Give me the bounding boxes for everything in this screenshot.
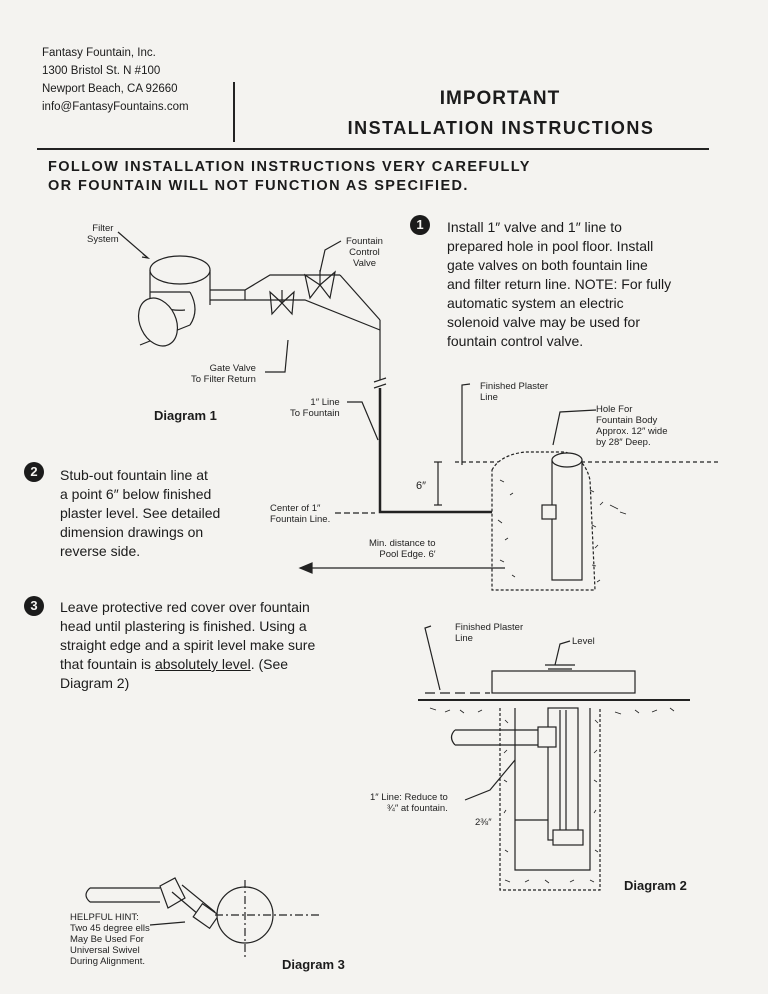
diagram2-title: Diagram 2 bbox=[624, 878, 687, 893]
label-center-line: Center of 1″ Fountain Line. bbox=[270, 503, 331, 525]
step-2-badge: 2 bbox=[24, 462, 44, 482]
page-subtitle: INSTALLATION INSTRUCTIONS bbox=[347, 118, 655, 138]
step-1-badge: 1 bbox=[410, 215, 430, 235]
label-min-distance: Min. distance to Pool Edge. 6′ bbox=[369, 538, 436, 560]
label-one-inch-line: 1″ Line To Fountain bbox=[290, 397, 340, 419]
step-1-text: Install 1″ valve and 1″ line to prepared… bbox=[447, 219, 672, 349]
step-3-line-4: that fountain is absolutely level. (See bbox=[60, 656, 289, 672]
page-title: IMPORTANT bbox=[439, 88, 561, 109]
company-name: Fantasy Fountain, Inc. bbox=[42, 47, 156, 59]
company-address-block: Fantasy Fountain, Inc. 1300 Bristol St. … bbox=[42, 44, 189, 116]
label-six-inch: 6″ bbox=[416, 480, 427, 492]
label-hole-for-fountain: Hole For Fountain Body Approx. 12″ wide … bbox=[596, 404, 668, 448]
label-reduce: 1″ Line: Reduce to ¾″ at fountain. bbox=[370, 792, 448, 814]
label-control-valve: Fountain Control Valve bbox=[346, 236, 383, 269]
diagram1-drawing bbox=[117, 231, 720, 591]
step-2-text: Stub-out fountain line at a point 6″ bel… bbox=[60, 467, 221, 559]
step-3-badge: 3 bbox=[24, 596, 44, 616]
diagram1-title: Diagram 1 bbox=[154, 408, 217, 423]
company-email: info@FantasyFountains.com bbox=[42, 101, 189, 113]
company-city: Newport Beach, CA 92660 bbox=[42, 83, 178, 95]
header-rule bbox=[37, 148, 709, 150]
label-filter-system: Filter System bbox=[87, 223, 119, 245]
label-level: Level bbox=[572, 636, 595, 647]
warning-text: FOLLOW INSTALLATION INSTRUCTIONS VERY CA… bbox=[48, 158, 531, 196]
company-street: 1300 Bristol St. N #100 bbox=[42, 65, 161, 77]
label-finished-plaster-1: Finished Plaster Line bbox=[480, 381, 549, 403]
diagram3-drawing bbox=[85, 877, 320, 960]
label-gate-valve: Gate Valve To Filter Return bbox=[191, 363, 256, 385]
helpful-hint: HELPFUL HINT: Two 45 degree ells May Be … bbox=[70, 912, 150, 967]
warning-line-2: OR FOUNTAIN WILL NOT FUNCTION AS SPECIFI… bbox=[48, 178, 469, 194]
step-3-text: Leave protective red cover over fountain… bbox=[60, 599, 316, 691]
warning-line-1: FOLLOW INSTALLATION INSTRUCTIONS VERY CA… bbox=[48, 159, 531, 175]
diagram2-drawing bbox=[418, 625, 690, 891]
diagram3-title: Diagram 3 bbox=[282, 957, 345, 972]
label-finished-plaster-2: Finished Plaster Line bbox=[455, 622, 524, 644]
header-divider bbox=[233, 82, 235, 142]
label-dimension: 2⅜″ bbox=[475, 817, 492, 828]
